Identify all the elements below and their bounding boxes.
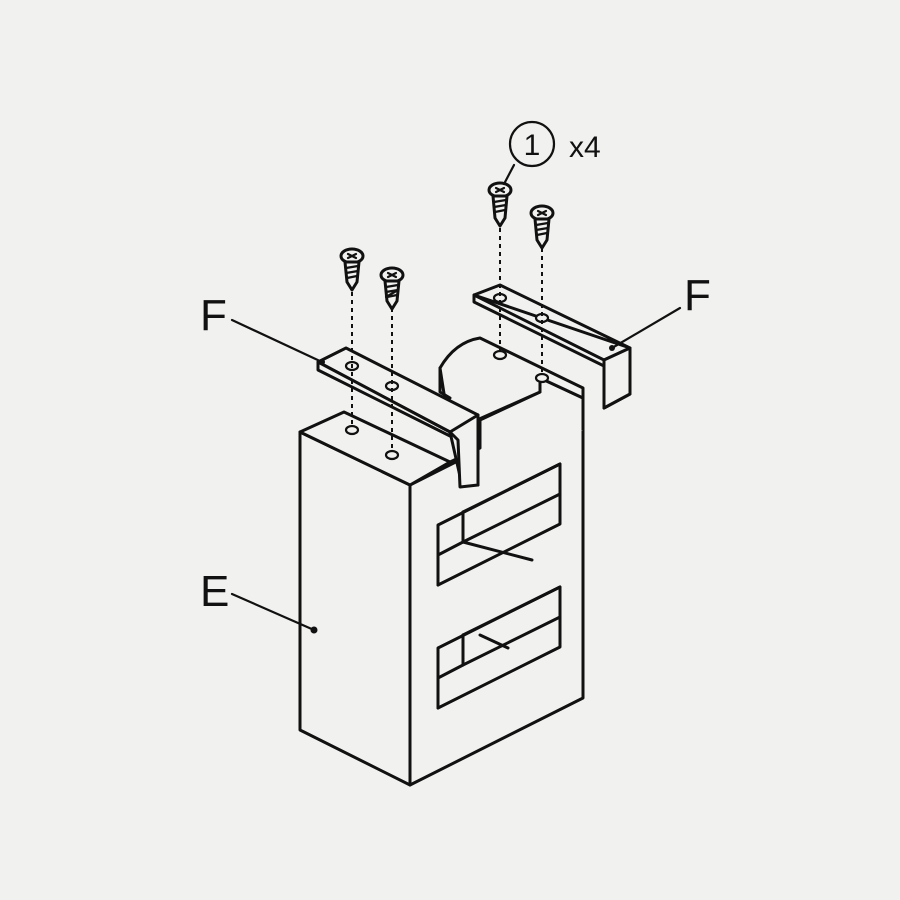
cabinet-hole-1 <box>344 424 360 436</box>
cabinet-hole-3 <box>492 349 508 361</box>
screw-callout-circle <box>508 120 556 168</box>
screw-2 <box>379 266 405 311</box>
bracket-right-flange <box>602 346 632 410</box>
label-e: E <box>200 567 229 616</box>
screw-4 <box>529 204 555 250</box>
screw-3 <box>487 181 513 228</box>
screw-quantity: x4 <box>569 131 601 164</box>
bracket-left-flange <box>448 413 480 489</box>
screw-1 <box>339 247 365 292</box>
cabinet-upper-opening <box>436 462 562 587</box>
cabinet-hole-4 <box>534 372 550 384</box>
bracket-f-right <box>472 283 632 410</box>
leader-lines <box>230 163 682 634</box>
alignment-lines <box>351 228 543 451</box>
cabinet-front-face <box>298 430 412 787</box>
label-f-right: F <box>684 271 711 320</box>
cabinet-lower-opening <box>436 585 562 710</box>
cabinet-hole-2 <box>384 449 400 461</box>
screw-callout-number: 1 <box>524 129 541 162</box>
label-f-left: F <box>200 291 227 340</box>
cabinet-body-e <box>298 336 585 787</box>
